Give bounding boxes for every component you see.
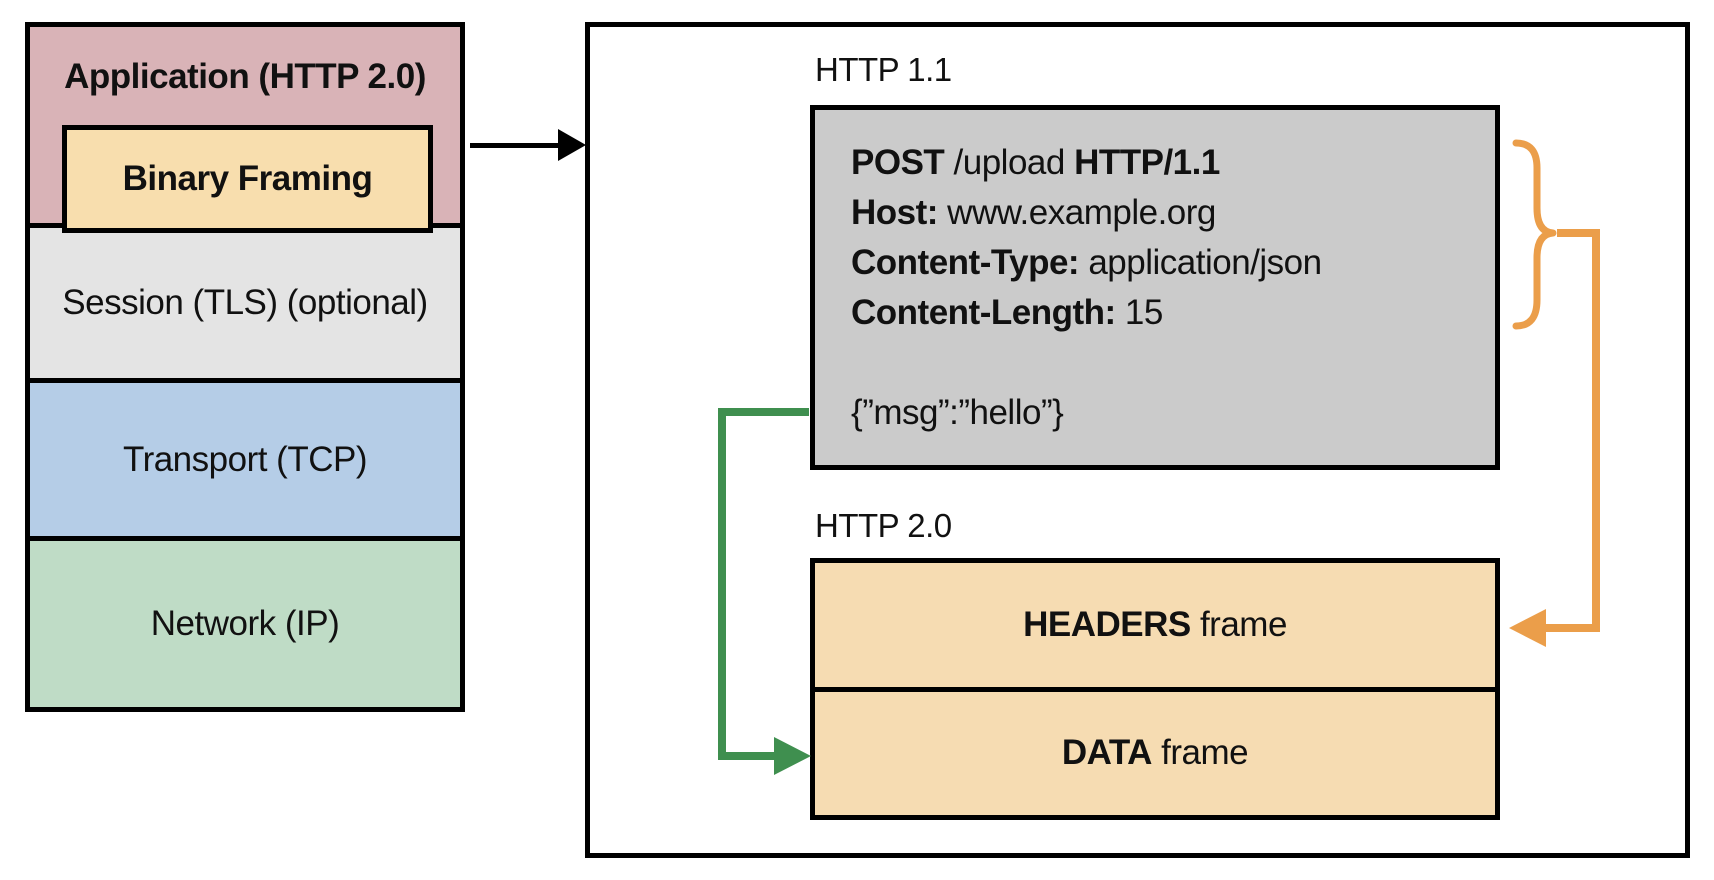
text-segment: frame	[1190, 604, 1287, 644]
layer-session-label: Session (TLS) (optional)	[62, 283, 428, 322]
text-segment: application/json	[1079, 243, 1322, 282]
text-segment: HEADERS	[1023, 604, 1191, 644]
headers-frame-row: HEADERS frame	[815, 563, 1495, 692]
text-segment: frame	[1151, 733, 1249, 773]
data-frame-row: DATA frame	[815, 691, 1495, 815]
data-frame-label: DATA frame	[1061, 733, 1249, 773]
http11-section-label: HTTP 1.1	[815, 51, 952, 88]
text-segment: /upload	[944, 143, 1075, 182]
black-arrow-icon	[558, 129, 586, 161]
text-segment: POST	[851, 143, 945, 182]
layer-session: Session (TLS) (optional)	[30, 228, 460, 383]
text-segment: Host:	[851, 193, 938, 232]
layer-network-label: Network (IP)	[150, 604, 340, 643]
layer-transport: Transport (TCP)	[30, 383, 460, 541]
text-segment: Content-Length:	[851, 293, 1116, 332]
http20-section-label: HTTP 2.0	[815, 507, 952, 544]
text-segment: 15	[1115, 293, 1163, 332]
headers-frame-label: HEADERS frame	[1023, 605, 1287, 645]
request-line	[851, 338, 1475, 388]
request-line: Host: www.example.org	[851, 188, 1475, 238]
text-segment: www.example.org	[937, 193, 1216, 232]
layer-application-label: Application (HTTP 2.0)	[64, 57, 426, 96]
black-arrow-line	[470, 143, 562, 148]
http20-frames-box: HEADERS frame DATA frame	[810, 558, 1500, 820]
request-line: {”msg”:”hello”}	[851, 388, 1475, 438]
text-segment: Content-Type:	[851, 243, 1080, 282]
request-line: Content-Length: 15	[851, 288, 1475, 338]
text-segment: DATA	[1061, 733, 1153, 773]
request-line: POST /upload HTTP/1.1	[851, 138, 1475, 188]
layer-transport-label: Transport (TCP)	[122, 439, 368, 479]
layer-network: Network (IP)	[30, 541, 460, 707]
text-segment: {”msg”:”hello”}	[851, 393, 1064, 432]
binary-framing-box: Binary Framing	[62, 125, 433, 233]
binary-framing-label: Binary Framing	[122, 159, 373, 198]
text-segment: HTTP/1.1	[1074, 143, 1220, 182]
request-line: Content-Type: application/json	[851, 238, 1475, 288]
